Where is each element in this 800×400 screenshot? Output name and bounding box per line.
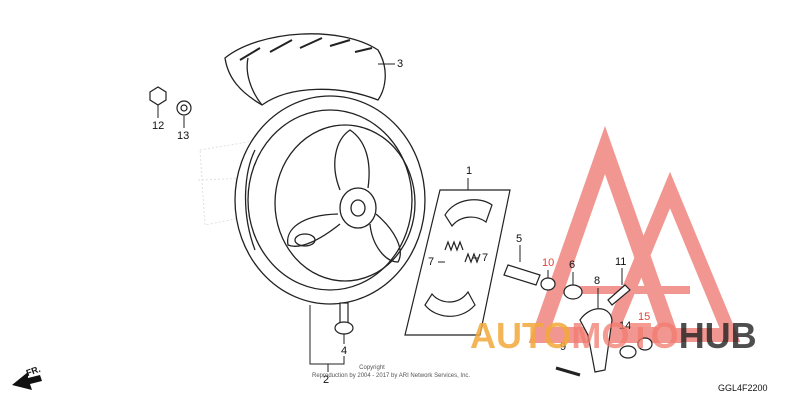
part-label-7a: 7	[428, 256, 435, 268]
front-direction-arrow	[12, 372, 42, 390]
part-label-13: 13	[177, 130, 190, 142]
part-label-5: 5	[516, 233, 523, 245]
watermark-part1: AUTO	[470, 315, 572, 356]
valve-stem	[334, 302, 354, 335]
part-label-11: 11	[615, 256, 627, 268]
tire	[224, 33, 386, 106]
part-label-2: 2	[323, 374, 330, 386]
watermark-part2: MOTO	[571, 315, 679, 356]
wheel-rim	[234, 95, 426, 305]
part-label-4: 4	[341, 345, 348, 357]
copyright-line1: Copyright	[359, 365, 385, 371]
watermark-logo	[528, 125, 741, 343]
leader-lines	[157, 63, 623, 372]
brake-parts	[503, 264, 653, 377]
watermark-text: AUTOMOTOHUB	[470, 318, 757, 354]
brake-shoes	[404, 189, 511, 336]
part-label-6: 6	[569, 259, 576, 271]
part-label-7b: 7	[482, 252, 489, 264]
part-label-15: 15	[638, 311, 651, 323]
part-label-1: 1	[466, 165, 473, 177]
copyright-line2: Reproduction by 2004 - 2017 by ARI Netwo…	[312, 373, 471, 379]
part-label-3: 3	[397, 58, 404, 70]
part-label-12: 12	[152, 120, 165, 132]
nut-washer	[149, 86, 192, 116]
diagram-code: GGL4F2200	[718, 383, 768, 393]
part-label-10: 10	[542, 257, 555, 269]
watermark-part3: HUB	[678, 315, 757, 356]
part-label-8: 8	[594, 275, 601, 287]
part-label-14: 14	[619, 320, 632, 332]
part-label-9: 9	[560, 341, 567, 353]
copyright-notice: Copyright Reproduction by 2004 - 2017 by…	[312, 364, 502, 380]
